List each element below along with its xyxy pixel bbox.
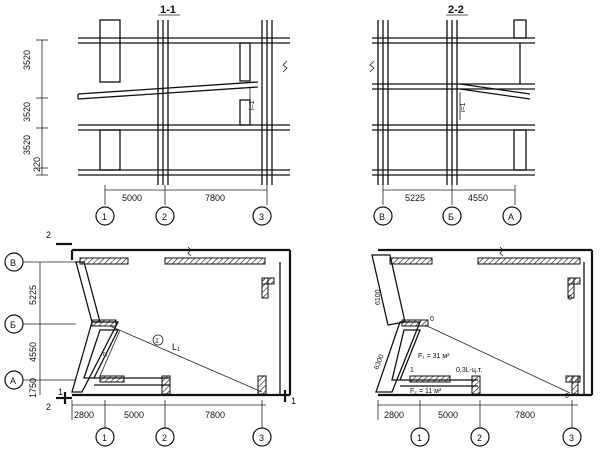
- svg-text:2800: 2800: [384, 410, 404, 420]
- col-axes-right: 1 2 3: [410, 427, 582, 447]
- svg-text:1: 1: [410, 367, 414, 374]
- svg-text:1: 1: [58, 387, 63, 397]
- svg-text:4550: 4550: [468, 193, 488, 203]
- svg-text:2800: 2800: [74, 410, 94, 420]
- svg-text:Б: Б: [448, 212, 454, 222]
- svg-text:7800: 7800: [205, 193, 225, 203]
- svg-text:А: А: [10, 376, 16, 386]
- svg-text:2: 2: [46, 230, 51, 240]
- svg-text:3520: 3520: [22, 102, 32, 122]
- svg-text:0: 0: [565, 393, 569, 400]
- length-line-left: [109, 325, 263, 393]
- svg-text:3520: 3520: [22, 50, 32, 70]
- svg-text:0: 0: [568, 295, 572, 302]
- svg-text:3: 3: [259, 212, 264, 222]
- vertical-dims-1-1: 3520 3520 3520 220: [22, 39, 48, 176]
- area-1-label: F₁ = 31 м²: [418, 353, 450, 360]
- svg-text:1: 1: [291, 396, 296, 406]
- svg-text:5000: 5000: [122, 193, 142, 203]
- col-dims-right: 2800 5000 7800: [377, 400, 578, 428]
- svg-text:1: 1: [102, 433, 107, 443]
- svg-text:4550: 4550: [28, 342, 38, 362]
- row-dims-left: 5225 4550 1750: [28, 262, 41, 398]
- svg-text:220: 220: [32, 157, 42, 172]
- slabs-1-1: [78, 37, 290, 176]
- plan-right-outline: [378, 248, 594, 397]
- section-2-2: 2-2 i=1 5225 45: [369, 4, 535, 226]
- columns-1-1: [99, 19, 273, 185]
- section-1-1: 1-1 i=1: [22, 4, 290, 226]
- length-line-right: [424, 324, 571, 394]
- axis-markers-1-1: 1 2 3: [95, 206, 272, 226]
- ramp-number: 1: [155, 338, 159, 345]
- radius-label: r₁: [103, 351, 108, 358]
- columns-2-2: [377, 19, 527, 185]
- break-mark: [282, 60, 288, 73]
- horizontal-dims-1-1: 5000 7800: [104, 185, 268, 205]
- walls-left: [79, 257, 275, 395]
- svg-text:0: 0: [430, 316, 434, 323]
- horizontal-dims-2-2: 5225 4550: [382, 185, 516, 205]
- svg-text:7800: 7800: [515, 410, 535, 420]
- ramp-left: [71, 261, 170, 393]
- slope-label-2-2: i=1: [460, 102, 467, 112]
- svg-text:А: А: [508, 212, 514, 222]
- axis-markers-2-2: В Б А: [373, 206, 522, 226]
- slope-note: 0,3L-ц.т.: [456, 367, 482, 374]
- svg-text:5000: 5000: [124, 410, 144, 420]
- length-label: L₁: [172, 342, 180, 352]
- svg-text:2: 2: [162, 212, 167, 222]
- section-1-1-title: 1-1: [160, 4, 176, 16]
- area-2-label: F₂ = 11 м²: [410, 388, 442, 395]
- svg-text:2: 2: [477, 433, 482, 443]
- svg-text:1: 1: [102, 212, 107, 222]
- ramp-2-2: [459, 83, 531, 100]
- plan-right: 6100 6300 F₁ = 31 м² F₂ = 11 м² 0,3L-ц.т…: [371, 246, 594, 447]
- svg-text:3520: 3520: [22, 135, 32, 155]
- svg-text:5000: 5000: [438, 410, 458, 420]
- slabs-2-2: [372, 37, 535, 176]
- svg-text:Б: Б: [10, 320, 16, 330]
- row-axes-left: В Б А: [4, 252, 76, 390]
- plan-left-outline: [70, 248, 292, 397]
- col-axes-left: 1 2 3: [95, 427, 272, 447]
- cut-marks-left: 2 2 1 1: [46, 230, 296, 412]
- slope-label-1-1: i=1: [249, 100, 256, 110]
- ramp-length-label: 6100: [375, 289, 382, 305]
- svg-text:В: В: [10, 258, 16, 268]
- svg-text:2: 2: [162, 433, 167, 443]
- walls-right: [389, 257, 581, 395]
- section-2-2-title: 2-2: [448, 4, 464, 16]
- svg-text:3: 3: [569, 433, 574, 443]
- svg-text:5225: 5225: [28, 285, 38, 305]
- svg-text:1: 1: [417, 433, 422, 443]
- svg-text:2: 2: [46, 402, 51, 412]
- col-dims-left: 2800 5000 7800: [71, 400, 266, 428]
- plan-left: В Б А 5225 4550 1750 2 2 1 1: [4, 230, 296, 447]
- svg-text:5225: 5225: [405, 193, 425, 203]
- svg-text:1750: 1750: [28, 378, 38, 398]
- svg-text:3: 3: [259, 433, 264, 443]
- svg-text:В: В: [379, 212, 385, 222]
- svg-text:7800: 7800: [205, 410, 225, 420]
